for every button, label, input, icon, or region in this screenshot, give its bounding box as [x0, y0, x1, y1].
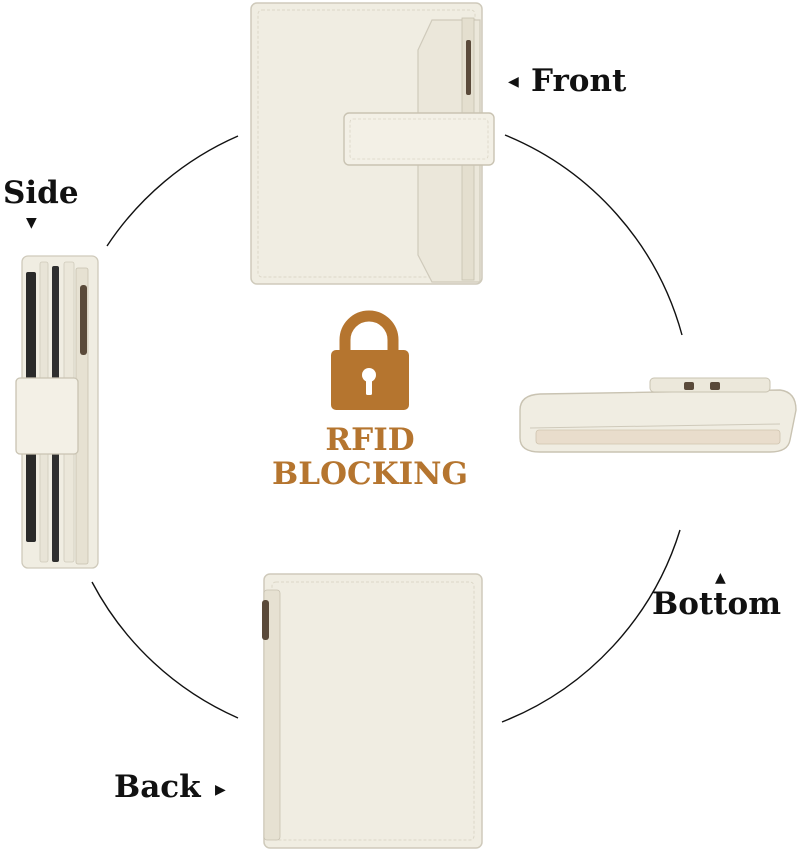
circle-arcs: [91, 134, 683, 723]
bottom-label: Bottom: [652, 586, 781, 622]
arc-bottom-left: [91, 581, 239, 719]
side-label: Side: [3, 175, 79, 211]
padlock-icon: [331, 310, 409, 410]
wallet-bottom-image: [519, 377, 797, 453]
rfid-title-line1: RFID: [325, 422, 415, 458]
rfid-title-line2: BLOCKING: [272, 456, 468, 492]
back-arrow-icon: ▶: [215, 782, 226, 798]
front-arrow-icon: ◀: [508, 74, 519, 90]
arc-top-left: [106, 135, 239, 247]
wallet-back-image: [262, 573, 483, 849]
wallet-side-image: [15, 255, 99, 569]
arc-top-right: [504, 134, 683, 336]
arc-bottom-right: [501, 529, 681, 723]
side-arrow-icon: ▼: [26, 215, 37, 231]
front-label: Front: [531, 63, 627, 99]
bottom-arrow-icon: ▲: [715, 570, 726, 586]
wallet-front-image: [250, 2, 495, 285]
back-label: Back: [114, 769, 201, 805]
